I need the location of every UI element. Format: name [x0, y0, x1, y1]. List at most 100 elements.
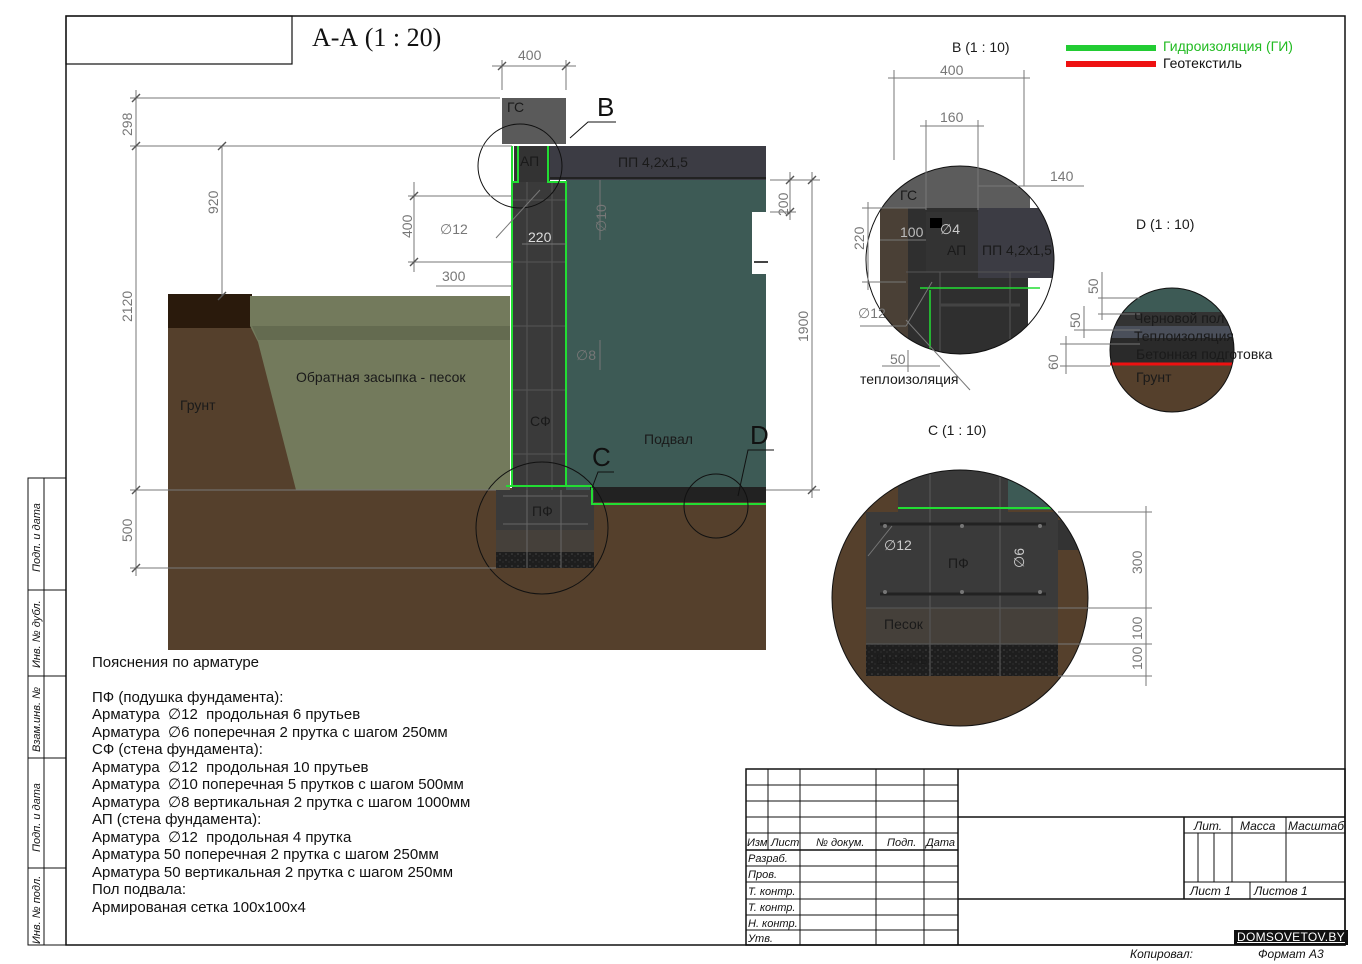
- legend-waterproofing-label: Гидроизоляция (ГИ): [1163, 38, 1293, 54]
- detail-c-dim-300: 300: [1129, 550, 1145, 574]
- stamp-inv-podl: Инв. № подл.: [31, 876, 43, 944]
- label-phi12-main: ∅12: [440, 221, 468, 237]
- main-section: B C D 400 298 2120 500 920: [119, 47, 820, 650]
- floor-slab-pp: [548, 146, 766, 180]
- detail-c: 300 100 100 ∅12 ∅6 ПФ Песок Щебень: [831, 469, 1152, 727]
- legend: Гидроизоляция (ГИ) Геотекстиль: [1066, 38, 1293, 71]
- waterproofing-line: [506, 146, 766, 505]
- detail-b-dim-140: 140: [1050, 168, 1074, 184]
- tb-col-podp: Подп.: [887, 837, 916, 849]
- detail-b-dim-50: 50: [890, 351, 906, 367]
- notes-line: Арматура ∅8 вертикальная 2 прутка с шаго…: [92, 793, 471, 811]
- detail-b-dim-400: 400: [940, 62, 964, 78]
- detail-b-circle: [477, 123, 563, 209]
- detail-c-dim-100b: 100: [1129, 646, 1145, 670]
- soil-left: [168, 298, 296, 488]
- marker-b: B: [597, 92, 614, 122]
- dim-400-top: 400: [518, 47, 542, 63]
- detail-c-title: C (1 : 10): [928, 422, 986, 438]
- notes-line: Арматура ∅12 продольная 6 прутьев: [92, 706, 361, 723]
- notes-line: Армированая сетка 100х100х4: [92, 898, 306, 916]
- label-phi10-main: ∅10: [593, 204, 609, 232]
- dimension-lines: [130, 60, 820, 576]
- notes-line: Арматура ∅12 продольная 10 прутьев: [92, 758, 369, 776]
- label-pf: ПФ: [532, 503, 553, 519]
- dim-220: 220: [528, 229, 552, 245]
- detail-d: 50 50 60 Черновой пол Теплоизоляция Бето…: [1045, 272, 1273, 413]
- tb-row-nkontr: Н. контр.: [748, 918, 798, 930]
- detail-b-label-pp: ПП 4,2х1,5: [982, 242, 1052, 258]
- label-zasypka: Обратная засыпка - песок: [296, 369, 466, 385]
- label-pp: ПП 4,2х1,5: [618, 154, 688, 170]
- notes-line: Арматура 50 поперечная 2 прутка с шагом …: [92, 846, 439, 863]
- wall-gs: [502, 98, 566, 144]
- tb-row-tkontr-2: Т. контр.: [748, 902, 795, 914]
- label-grunt: Грунт: [180, 397, 216, 413]
- notes-line: Арматура ∅6 поперечная 2 прутка с шагом …: [92, 723, 448, 741]
- tb-listov: Листов 1: [1253, 884, 1308, 898]
- side-stamp-column: [27, 477, 67, 946]
- tb-row-razrab: Разраб.: [748, 853, 788, 865]
- notes-line: Арматура ∅12 продольная 4 прутка: [92, 828, 352, 846]
- footer-format: Формат А3: [1258, 947, 1324, 961]
- tb-masshtab: Масштаб: [1288, 819, 1345, 833]
- notes-line: Пол подвала:: [92, 881, 187, 898]
- rebar-notes: Пояснения по арматуре ПФ (подушка фундам…: [92, 654, 470, 916]
- detail-d-layer-4: Грунт: [1136, 369, 1172, 385]
- detail-d-layer-2: Теплоизоляция: [1134, 328, 1234, 344]
- label-gs: ГС: [507, 99, 524, 115]
- detail-d-layer-1: Черновой пол: [1134, 310, 1224, 326]
- detail-b-dim-220: 220: [851, 226, 867, 250]
- title-block: [745, 768, 1346, 946]
- tb-col-data: Дата: [924, 837, 955, 849]
- tb-col-dokum: № докум.: [816, 837, 864, 849]
- stamp-inv-dubl: Инв. № дубл.: [31, 600, 43, 668]
- notes-line: АП (стена фундамента):: [92, 811, 262, 828]
- detail-d-dim-50b: 50: [1067, 312, 1083, 328]
- tb-col-izm: Изм: [747, 837, 768, 849]
- tb-massa: Масса: [1240, 819, 1276, 833]
- notes-line: [92, 672, 470, 689]
- detail-c-circle: [475, 461, 609, 595]
- detail-d-dim-60: 60: [1045, 354, 1061, 370]
- tb-col-list: Лист: [770, 837, 799, 849]
- detail-c-label-phi6: ∅6: [1011, 548, 1027, 568]
- label-phi8-main: ∅8: [576, 347, 596, 363]
- stamp-podp-1: Подп. и дата: [31, 503, 43, 572]
- tb-row-prov: Пров.: [748, 869, 777, 881]
- dim-920: 920: [205, 190, 221, 214]
- label-podval: Подвал: [644, 431, 693, 447]
- dim-2120: 2120: [119, 291, 135, 322]
- detail-b-title: B (1 : 10): [952, 39, 1010, 55]
- notes-line: ПФ (подушка фундамента):: [92, 688, 284, 706]
- armo-belt-ap: [514, 146, 550, 182]
- brand-link[interactable]: DOMSOVETOV.BY: [1234, 930, 1348, 945]
- detail-c-label-sheben: Щебень: [876, 651, 927, 667]
- detail-b-label-phi4: ∅4: [940, 221, 960, 237]
- notes-line: Арматура 50 вертикальная 2 прутка с шаго…: [92, 863, 454, 881]
- marker-c: C: [592, 442, 611, 472]
- footing-pf: [496, 490, 594, 530]
- label-ap: АП: [520, 153, 539, 169]
- dim-1900: 1900: [795, 311, 811, 342]
- detail-d-title: D (1 : 10): [1136, 216, 1194, 232]
- marker-d: D: [750, 420, 769, 450]
- detail-d-circle: [683, 473, 749, 539]
- notes-line: СФ (стена фундамента):: [92, 741, 263, 758]
- wall-sf: [512, 182, 566, 492]
- dim-400-ap: 400: [399, 214, 415, 238]
- footer-kopiroval: Копировал:: [1130, 947, 1193, 961]
- stamp-vzam-inv: Взам.инв. №: [31, 687, 43, 752]
- detail-b-dim-100: 100: [900, 224, 924, 240]
- basement-room: [566, 180, 766, 490]
- notes-line: Арматура ∅10 поперечная 5 прутков с шаго…: [92, 776, 464, 793]
- label-sf: СФ: [530, 413, 551, 429]
- detail-b-label-phi12: ∅12: [858, 305, 886, 321]
- tb-list: Лист 1: [1189, 884, 1231, 898]
- detail-b-label-gs: ГС: [900, 187, 917, 203]
- legend-geotextile-label: Геотекстиль: [1163, 55, 1242, 71]
- detail-b-label-ap: АП: [947, 242, 966, 258]
- dim-200: 200: [775, 192, 791, 216]
- detail-b-label-insulation: теплоизоляция: [860, 371, 958, 387]
